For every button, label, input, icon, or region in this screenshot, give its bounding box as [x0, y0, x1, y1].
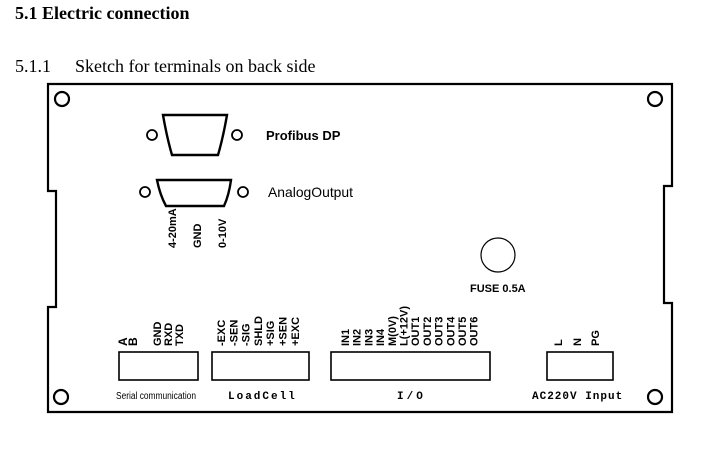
analog-output-connector: [139, 178, 249, 208]
loadcell-pin-label-1: -SEN: [228, 320, 240, 346]
analog-output-label: AnalogOutput: [268, 184, 353, 200]
subsection-number: 5.1.1: [15, 56, 51, 76]
analog-pin-label-2: 0-10V: [217, 218, 229, 248]
io-terminal-block: [330, 351, 491, 381]
io-pin-label-6: OUT1: [410, 317, 422, 346]
loadcell-pin-label-4: +SIG: [265, 321, 277, 346]
power-pin-label-l: L: [553, 339, 565, 346]
io-pin-label-4: M(0V): [387, 316, 399, 346]
io-pin-label-3: IN4: [375, 328, 387, 346]
analog-pin-label-0: 4-20mA: [167, 208, 179, 248]
corner-hole-top-left: [53, 90, 71, 108]
panel-outline: [46, 82, 674, 414]
subsection-title: Sketch for terminals on back side: [75, 56, 316, 76]
fuse-label: FUSE 0.5A: [470, 283, 526, 295]
io-pin-label-7: OUT2: [422, 317, 434, 346]
corner-hole-top-right: [646, 90, 664, 108]
io-pin-label-8: OUT3: [434, 317, 446, 346]
io-pin-label-2: IN3: [363, 329, 375, 346]
serial-terminal-block: [118, 351, 199, 381]
serial-pin-label-rxd: RXD: [163, 323, 175, 346]
serial-pin-label-b: B: [126, 337, 140, 346]
io-pin-label-0: IN1: [340, 329, 352, 346]
profibus-connector: [146, 113, 243, 157]
profibus-label: Profibus DP: [266, 128, 341, 143]
io-pin-label-11: OUT6: [469, 317, 481, 346]
loadcell-pin-label-0: -EXC: [216, 320, 228, 346]
serial-pin-label-a: A: [116, 337, 130, 346]
loadcell-pin-label-5: +SEN: [278, 317, 290, 346]
analog-pin-label-1: GND: [192, 224, 204, 249]
corner-hole-bottom-right: [646, 388, 664, 406]
power-terminal-block: [546, 351, 614, 381]
loadcell-pin-label-2: -SIG: [241, 323, 253, 346]
io-pin-label-9: OUT4: [445, 316, 457, 346]
serial-block-label: Serial communication: [116, 391, 196, 402]
power-pin-label-n: N: [572, 338, 584, 346]
subsection-heading: 5.1.1 Sketch for terminals on back side: [15, 56, 315, 77]
loadcell-block-label: LoadCell: [228, 391, 297, 403]
corner-hole-bottom-left: [52, 388, 70, 406]
power-block-label: AC220V Input: [532, 391, 623, 403]
loadcell-pin-label-6: +EXC: [290, 317, 302, 346]
serial-pin-label-gnd: GND: [152, 322, 164, 347]
serial-pin-label-txd: TXD: [174, 324, 186, 346]
power-pin-label-pg: PG: [590, 330, 602, 346]
io-pin-label-1: IN2: [352, 329, 364, 346]
io-block-label: I/O: [397, 391, 426, 403]
loadcell-pin-label-3: SHLD: [253, 316, 265, 346]
fuse-holder: [480, 237, 516, 273]
io-pin-label-10: OUT5: [457, 317, 469, 346]
io-pin-label-5: L(+12V): [399, 306, 411, 346]
section-heading: 5.1 Electric connection: [15, 3, 190, 23]
loadcell-terminal-block: [211, 351, 310, 381]
